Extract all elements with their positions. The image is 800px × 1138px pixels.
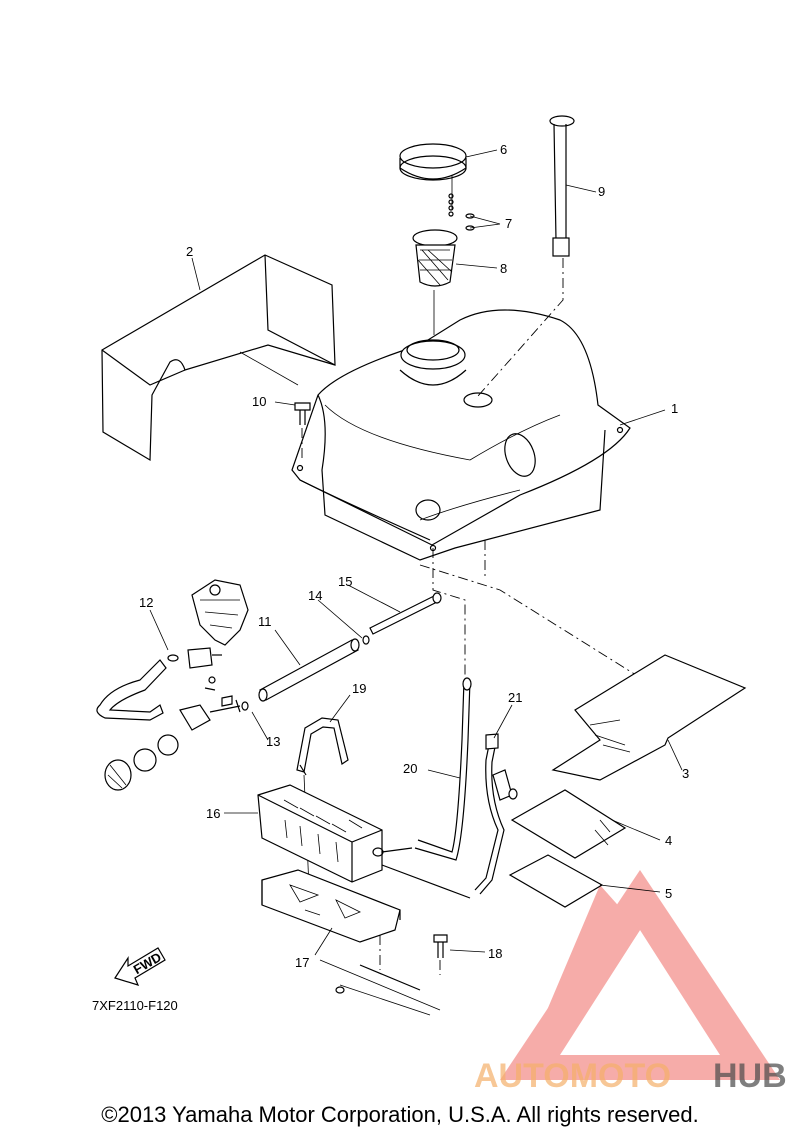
diagram-code: 7XF2110-F120: [92, 998, 178, 1013]
leader-lines: [149, 149, 683, 956]
pad-part-5: [508, 854, 604, 908]
pad-part-4: [510, 789, 627, 859]
callout-5: 5: [665, 886, 672, 901]
fuel-cap-part-6: [399, 143, 467, 210]
watermark-brand-part1: AUTOMOTO: [474, 1057, 671, 1095]
bracket-part-17: [261, 869, 441, 1016]
callout-16: 16: [206, 806, 220, 821]
callout-13: 13: [266, 734, 280, 749]
callout-12: 12: [139, 595, 153, 610]
callout-19: 19: [352, 681, 366, 696]
fuel-strainer-part-8: [412, 229, 458, 335]
callout-1: 1: [671, 401, 678, 416]
bolt-part-18: [433, 934, 448, 975]
callout-2: 2: [186, 244, 193, 259]
callout-10: 10: [252, 394, 266, 409]
callout-11: 11: [258, 614, 272, 629]
callout-9: 9: [598, 184, 605, 199]
canister-part-16: [257, 784, 384, 883]
watermark-brand-part2: HUB: [713, 1057, 787, 1095]
callout-14: 14: [308, 588, 322, 603]
callout-numbers: 1 2 3 4 5 6 7 8 9 10 11 12 13 14 15 16 1…: [139, 142, 689, 970]
shield-part-3: [551, 654, 747, 781]
fuel-tank-part-1: [291, 309, 631, 561]
watermark-brand: AUTOMOTO HUB: [474, 1057, 787, 1095]
vent-hoses-parts-20-21: [381, 677, 518, 899]
bolt-part-10: [294, 402, 311, 462]
callout-4: 4: [665, 833, 672, 848]
fuel-hoses-parts-11-14-15: [258, 592, 442, 702]
copyright-notice: ©2013 Yamaha Motor Corporation, U.S.A. A…: [101, 1102, 699, 1127]
carburetor-assembly: [96, 579, 249, 791]
callout-17: 17: [295, 955, 309, 970]
fwd-arrow-icon: FWD: [114, 947, 166, 986]
callout-7: 7: [505, 216, 512, 231]
watermark-logo: [500, 870, 780, 1080]
cap-chain-part-7: [448, 193, 475, 231]
callout-18: 18: [488, 946, 502, 961]
callout-20: 20: [403, 761, 417, 776]
fuel-gauge-part-9: [477, 115, 575, 397]
callout-8: 8: [500, 261, 507, 276]
heat-shield-part-2: [101, 254, 336, 462]
callout-21: 21: [508, 690, 522, 705]
callout-3: 3: [682, 766, 689, 781]
callout-6: 6: [500, 142, 507, 157]
callout-15: 15: [338, 574, 352, 589]
